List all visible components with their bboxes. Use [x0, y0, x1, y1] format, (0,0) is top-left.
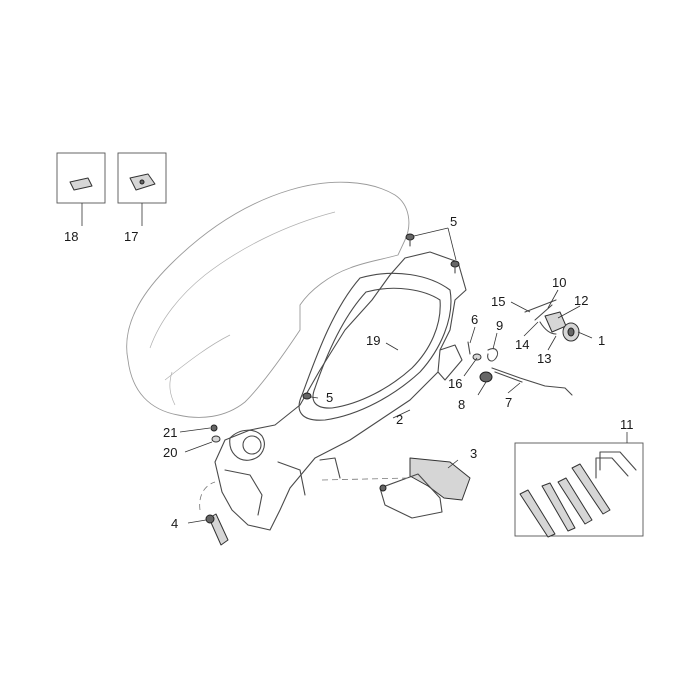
callout-13: 13: [537, 351, 551, 366]
washer-16: [472, 353, 482, 361]
pin-6: [467, 341, 471, 355]
latch-cable-7: [491, 367, 573, 396]
callout-9: 9: [496, 318, 503, 333]
screw-5a: [405, 233, 415, 247]
tool-kit-box-11: [514, 442, 644, 538]
callout-5b: 5: [326, 390, 333, 405]
callout-19: 19: [366, 333, 380, 348]
callout-1: 1: [598, 333, 605, 348]
leader-lines: [81, 203, 628, 524]
callout-11: 11: [620, 417, 634, 432]
screw-5c: [302, 392, 312, 400]
bolt-4: [199, 481, 229, 546]
part-box-18: [56, 152, 106, 204]
screw-21: [210, 424, 218, 432]
callout-15: 15: [491, 294, 505, 309]
callout-16: 16: [448, 376, 462, 391]
clip-9: [487, 348, 499, 362]
callout-7: 7: [505, 395, 512, 410]
callout-4: 4: [171, 516, 178, 531]
lock-assembly: [524, 299, 580, 342]
callout-3: 3: [470, 446, 477, 461]
part-box-17: [117, 152, 167, 204]
callout-18: 18: [64, 229, 78, 244]
nut-8: [479, 371, 493, 383]
callout-2: 2: [396, 412, 403, 427]
callout-labels: 1 2 3 4 5 5 6 7 8 9 10 11 12 13 14 15 16…: [64, 214, 634, 531]
callout-5a: 5: [450, 214, 457, 229]
callout-6: 6: [471, 312, 478, 327]
callout-17: 17: [124, 229, 138, 244]
cover-3: [321, 457, 471, 519]
callout-12: 12: [574, 293, 588, 308]
seat: [126, 181, 410, 418]
callout-20: 20: [163, 445, 177, 460]
screw-5b: [450, 260, 460, 274]
callout-14: 14: [515, 337, 529, 352]
callout-10: 10: [552, 275, 566, 290]
washer-20: [211, 435, 221, 443]
callout-21: 21: [163, 425, 177, 440]
callout-8: 8: [458, 397, 465, 412]
